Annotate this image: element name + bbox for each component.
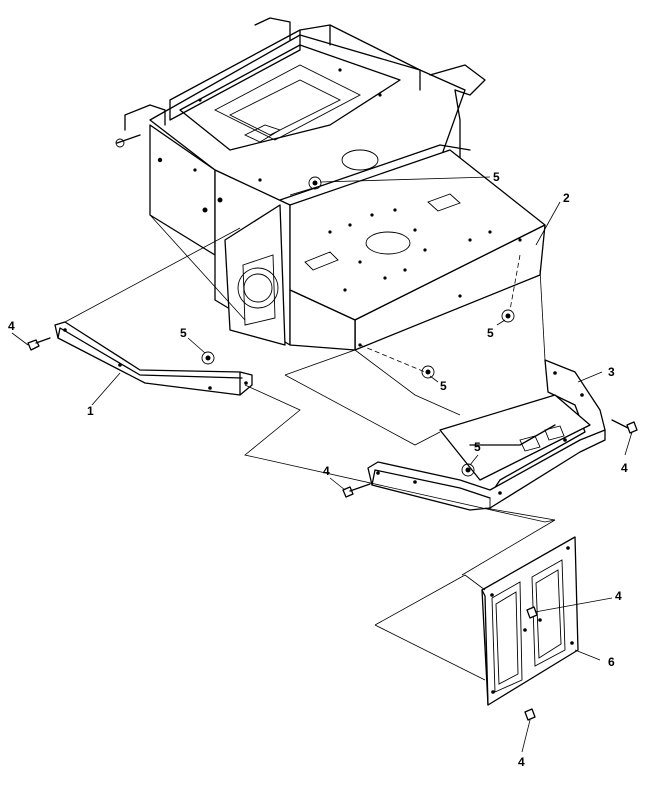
bolt-4-plate <box>526 606 538 619</box>
callout-1: 1 <box>87 404 94 418</box>
bolt-4-left <box>27 337 51 351</box>
callout-2: 2 <box>563 191 570 205</box>
callout-5-right: 5 <box>487 326 494 340</box>
nut-5-bracket <box>461 463 475 477</box>
nut-5-top <box>308 176 322 190</box>
deck-holes <box>157 68 522 347</box>
callout-4-plate: 4 <box>615 589 622 603</box>
callout-6: 6 <box>608 655 615 669</box>
bolt-4-mid <box>342 483 371 498</box>
callout-5-bracket: 5 <box>474 440 481 454</box>
callout-4-bottom: 4 <box>518 755 525 769</box>
callout-4-left: 4 <box>8 319 15 333</box>
assembly-lines <box>11 176 633 753</box>
nut-5-left <box>201 351 215 365</box>
left-bracket-part-1 <box>54 321 253 396</box>
bolt-4-right <box>611 419 638 434</box>
callout-5-top: 5 <box>493 170 500 184</box>
callout-3: 3 <box>608 365 615 379</box>
plate-part-6 <box>481 536 579 706</box>
callout-4-right: 4 <box>621 461 628 475</box>
bolt-4-bottom <box>524 708 536 721</box>
callout-5-left: 5 <box>180 326 187 340</box>
main-frame-assembly <box>115 17 546 373</box>
right-bracket-part-3 <box>367 359 606 511</box>
callout-4-mid: 4 <box>323 464 330 478</box>
callout-labels: 1 2 3 4 4 4 4 4 5 5 5 5 5 6 <box>8 170 628 769</box>
callout-5-mid: 5 <box>440 379 447 393</box>
nut-5-right <box>501 309 515 323</box>
nut-5-mid <box>421 365 435 379</box>
